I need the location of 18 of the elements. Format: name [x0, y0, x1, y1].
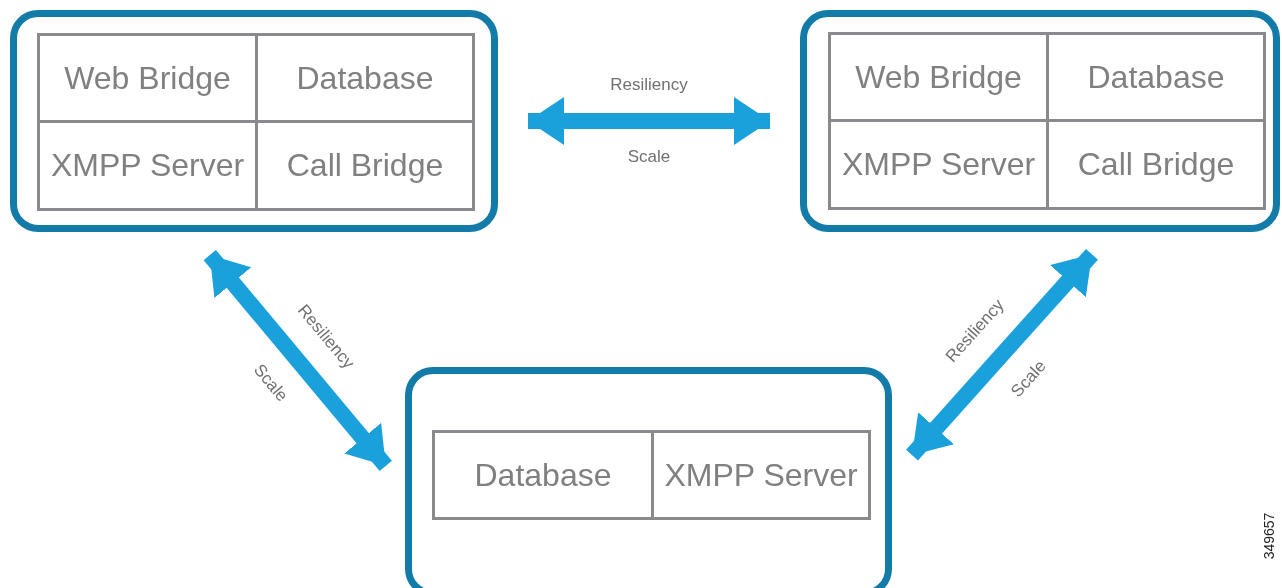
double-headed-arrow [528, 97, 770, 145]
component-box: Database [432, 430, 654, 520]
server-cluster-box [10, 10, 498, 232]
component-box: Database [255, 33, 475, 123]
figure-number: 349657 [1261, 512, 1278, 560]
component-box: XMPP Server [828, 119, 1049, 210]
edge-label: Resiliency Scale [609, 74, 689, 168]
component-box: Web Bridge [828, 32, 1049, 122]
component-box: XMPP Server [651, 430, 871, 520]
server-cluster-box [405, 367, 892, 588]
component-box: Call Bridge [255, 120, 475, 211]
component-box: Web Bridge [37, 33, 258, 123]
double-headed-arrow [906, 249, 1098, 461]
server-cluster-box [800, 10, 1280, 232]
component-box: Call Bridge [1046, 119, 1266, 210]
component-box: Database [1046, 32, 1266, 122]
double-headed-arrow [203, 249, 392, 471]
component-box: XMPP Server [37, 120, 258, 211]
